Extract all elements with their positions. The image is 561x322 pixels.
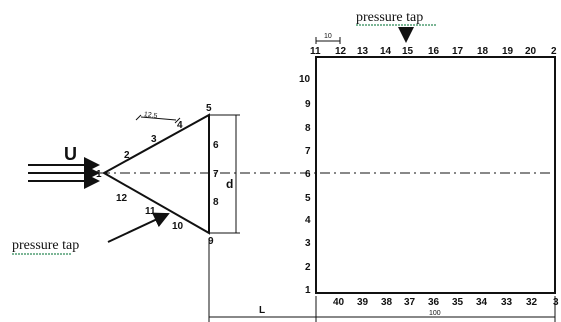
- box-top-tap-labels: 11 12 13 14 15 16 17 18 19 20 2: [310, 46, 557, 57]
- dimension-100: [316, 296, 556, 322]
- pressure-tap-left-arrow: [107, 212, 170, 243]
- flow-arrows: [28, 157, 100, 189]
- triangle-tap-8: 8: [213, 197, 219, 208]
- pressure-tap-top-label: pressure tap: [356, 10, 423, 25]
- triangle-tap-2: 2: [124, 150, 130, 161]
- box-tap-top: 15: [402, 46, 414, 57]
- triangle-tap-9: 9: [208, 236, 214, 247]
- triangle-tap-10: 10: [172, 221, 184, 232]
- triangle-tap-6: 6: [213, 140, 219, 151]
- dimension-12-5: [135, 114, 181, 124]
- box-left-tap-labels: 10 9 8 7 6 5 4 3 2 1: [299, 74, 311, 296]
- box-tap-left: 7: [305, 146, 311, 157]
- pressure-tap-left-label: pressure tap: [12, 238, 79, 253]
- box-tap-top: 13: [357, 46, 369, 57]
- box-tap-left: 10: [299, 74, 311, 85]
- dimension-12-5-label: 12.5: [143, 111, 158, 120]
- box-tap-left: 9: [305, 99, 311, 110]
- triangle-tap-3: 3: [151, 134, 157, 145]
- triangle-tap-11: 11: [145, 206, 156, 217]
- box-tap-bottom: 3: [553, 297, 559, 308]
- dimension-l-label: L: [259, 305, 265, 316]
- dimension-l: [208, 240, 317, 322]
- box-tap-left: 5: [305, 193, 311, 204]
- box-tap-left: 2: [305, 262, 311, 273]
- box-tap-left: 3: [305, 238, 311, 249]
- box-tap-top: 20: [525, 46, 537, 57]
- box-tap-bottom: 38: [381, 297, 393, 308]
- box-tap-top: 11: [310, 46, 321, 57]
- box-tap-bottom: 37: [404, 297, 416, 308]
- triangle-tap-1: 1: [96, 169, 102, 180]
- triangle-tap-7: 7: [213, 169, 219, 180]
- box-tap-left: 6: [305, 169, 311, 180]
- box-tap-top: 12: [335, 46, 347, 57]
- box-tap-left: 8: [305, 123, 311, 134]
- box-tap-left: 4: [305, 215, 311, 226]
- box-tap-top: 14: [380, 46, 392, 57]
- square-model: [315, 56, 556, 294]
- flow-velocity-label: U: [64, 144, 77, 164]
- dimension-d-label: d: [226, 177, 233, 191]
- dimension-d: [209, 114, 240, 234]
- triangle-tap-labels: 1 2 3 4 5 6 7 8 9 10 11 12: [96, 103, 219, 247]
- box-tap-bottom: 39: [357, 297, 369, 308]
- box-tap-top: 17: [452, 46, 464, 57]
- box-tap-bottom: 36: [428, 297, 440, 308]
- box-tap-top: 16: [428, 46, 440, 57]
- dimension-100-label: 100: [429, 310, 441, 317]
- box-tap-bottom: 40: [333, 297, 345, 308]
- triangle-model: [101, 113, 210, 235]
- box-tap-bottom: 35: [452, 297, 464, 308]
- dimension-10: [315, 37, 341, 44]
- box-tap-top: 18: [477, 46, 489, 57]
- triangle-tap-4: 4: [177, 120, 183, 131]
- box-tap-bottom: 34: [476, 297, 488, 308]
- box-tap-left: 1: [305, 285, 311, 296]
- dimension-10-label: 10: [324, 33, 332, 40]
- triangle-tap-5: 5: [206, 103, 212, 114]
- box-tap-top: 19: [502, 46, 514, 57]
- box-bottom-tap-labels: 40 39 38 37 36 35 34 33 32 3: [333, 297, 559, 308]
- box-tap-bottom: 33: [501, 297, 513, 308]
- triangle-tap-12: 12: [116, 193, 128, 204]
- box-tap-top: 2: [551, 46, 557, 57]
- box-tap-bottom: 32: [526, 297, 538, 308]
